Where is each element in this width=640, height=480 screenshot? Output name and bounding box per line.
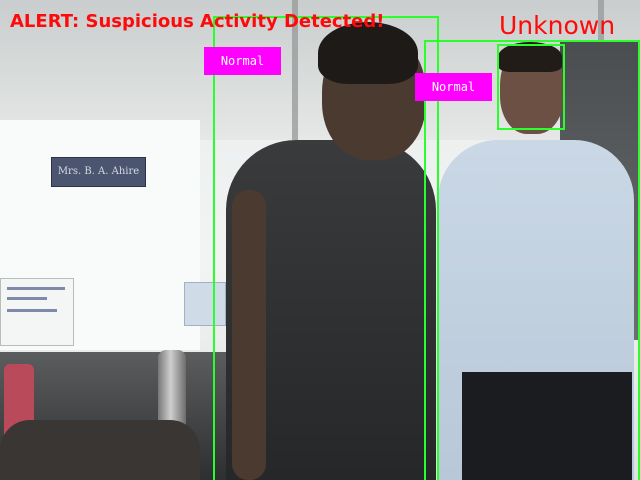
name-plate: Mrs. B. A. Ahire	[51, 157, 146, 187]
detection-box-person-right	[424, 40, 640, 480]
wall-poster	[184, 282, 226, 326]
face-detection-box	[497, 44, 565, 130]
detection-box-person-left	[213, 16, 439, 480]
wall-notice	[0, 278, 74, 346]
detection-label-right: Normal	[415, 73, 492, 101]
notice-line	[7, 297, 47, 300]
bag	[0, 420, 200, 480]
person-right-hair	[498, 42, 562, 72]
notice-line	[7, 287, 65, 290]
face-identity-label: Unknown	[499, 11, 616, 40]
person-left-arm	[232, 190, 266, 480]
person-right-pants	[462, 372, 632, 480]
notice-line	[7, 309, 57, 312]
pillar	[292, 0, 298, 140]
alert-message: ALERT: Suspicious Activity Detected!	[10, 11, 385, 32]
person-left-hair	[318, 22, 418, 84]
detection-label-left: Normal	[204, 47, 281, 75]
